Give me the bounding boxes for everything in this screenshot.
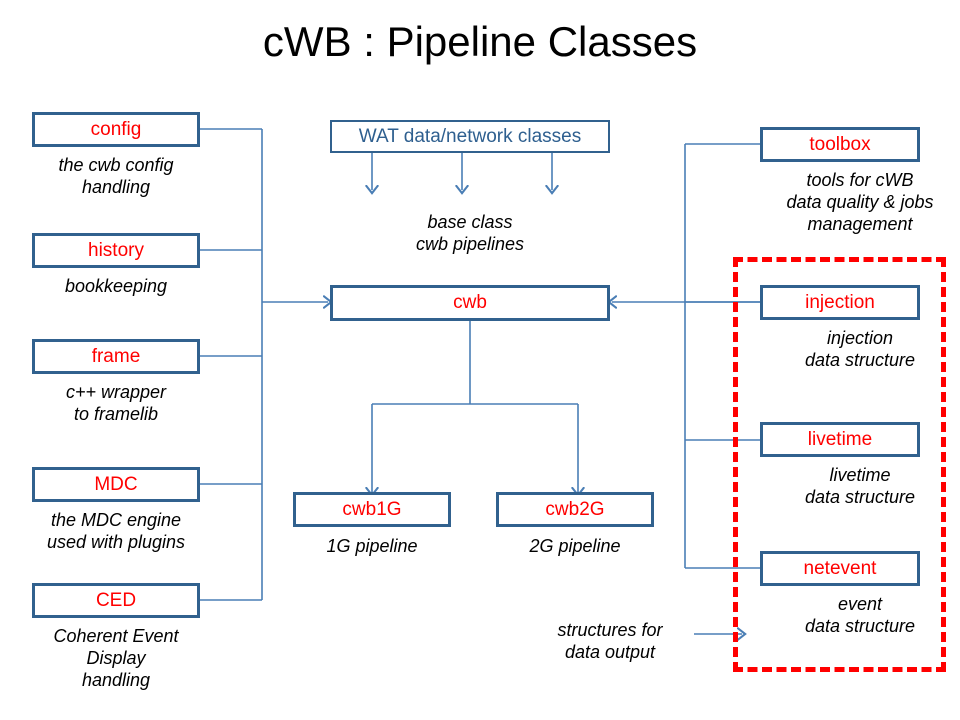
node-wat-label: WAT data/network classes [358,125,582,147]
caption-ced: Coherent Event Display handling [53,626,179,690]
node-cwb2g[interactable]: cwb2G [496,492,654,527]
node-injection[interactable]: injection [760,285,920,320]
node-frame[interactable]: frame [32,339,200,374]
caption-structures-for-data-output: structures for data output [557,620,663,662]
node-frame-label: frame [91,345,141,367]
node-cwb2g-label: cwb2G [545,498,605,520]
node-cwb[interactable]: cwb [330,285,610,321]
node-wat-data-network-classes[interactable]: WAT data/network classes [330,120,610,153]
node-injection-label: injection [805,291,875,313]
node-history-label: history [88,239,144,261]
node-config-label: config [90,118,142,140]
node-toolbox-label: toolbox [809,133,871,155]
caption-netevent: event data structure [804,594,916,636]
page-title: cWB : Pipeline Classes [262,18,698,65]
data-structures-group-region [733,257,946,672]
node-history[interactable]: history [32,233,200,268]
caption-livetime: livetime data structure [804,465,916,507]
node-ced-label: CED [95,589,137,611]
node-mdc[interactable]: MDC [32,467,200,502]
caption-base-class: base class cwb pipelines [415,212,525,254]
node-cwb1g-label: cwb1G [342,498,402,520]
caption-cwb2g: 2G pipeline [529,536,621,556]
caption-injection: injection data structure [804,328,916,370]
node-toolbox[interactable]: toolbox [760,127,920,162]
caption-frame: c++ wrapper to framelib [65,382,167,424]
caption-config: the cwb config handling [58,155,174,197]
caption-toolbox: tools for cWB data quality & jobs manage… [786,170,934,234]
node-cwb1g[interactable]: cwb1G [293,492,451,527]
node-cwb-label: cwb [453,292,487,313]
caption-cwb1g: 1G pipeline [326,536,418,556]
node-netevent-label: netevent [803,557,877,579]
caption-history: bookkeeping [64,276,168,296]
node-livetime[interactable]: livetime [760,422,920,457]
node-netevent[interactable]: netevent [760,551,920,586]
node-livetime-label: livetime [807,428,873,450]
caption-mdc: the MDC engine used with plugins [46,510,186,552]
node-ced[interactable]: CED [32,583,200,618]
node-mdc-label: MDC [94,473,138,495]
node-config[interactable]: config [32,112,200,147]
